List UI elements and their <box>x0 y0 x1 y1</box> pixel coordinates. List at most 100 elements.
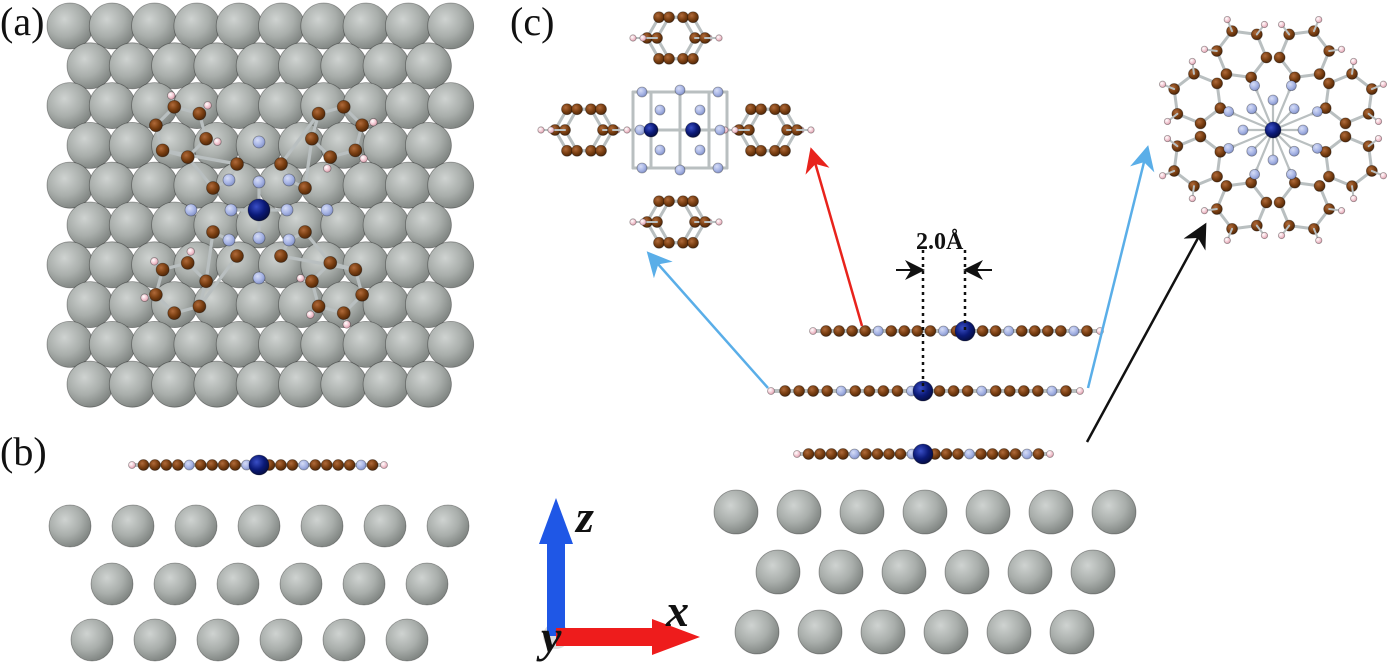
nitrogen-atom <box>1223 106 1235 118</box>
carbon-atom <box>975 448 987 460</box>
carbon-atom <box>595 144 607 157</box>
nitrogen-atom <box>1267 154 1279 166</box>
substrate-atom <box>88 241 136 289</box>
axis-label-y: y <box>541 611 562 662</box>
substrate-atom <box>216 562 260 606</box>
substrate-atom <box>66 42 114 90</box>
substrate-atom <box>1070 549 1116 595</box>
hydrogen-atom <box>731 126 739 134</box>
substrate-atom <box>259 618 303 662</box>
carbon-atom <box>825 448 838 460</box>
carbon-atom <box>1194 117 1207 130</box>
hydrogen-atom <box>1223 236 1231 245</box>
nitrogen-atom <box>280 203 294 217</box>
nitrogen-atom <box>1288 103 1300 115</box>
hydrogen-atom <box>359 154 368 163</box>
carbon-atom <box>1313 180 1326 192</box>
carbon-atom <box>961 385 974 397</box>
substrate-atom <box>133 618 177 662</box>
nitrogen-atom <box>1246 103 1258 115</box>
carbon-atom <box>687 236 699 249</box>
substrate-atom <box>404 281 452 329</box>
carbon-atom <box>323 150 338 165</box>
carbon-atom <box>206 459 219 471</box>
nitrogen-atom <box>976 385 988 397</box>
carbon-atom <box>595 103 607 116</box>
carbon-atom <box>180 255 195 270</box>
carbon-atom <box>1323 170 1335 183</box>
nitrogen-atom <box>1021 448 1033 460</box>
carbon-atom <box>745 103 757 116</box>
carbon-atom <box>986 448 999 460</box>
substrate-atom <box>278 360 325 408</box>
panel-c-molecule-bottom <box>793 443 1054 465</box>
nitrogen-atom <box>712 162 724 174</box>
nitrogen-atom <box>1046 385 1058 397</box>
substrate-atom <box>362 201 410 249</box>
substrate-atom <box>384 82 432 129</box>
carbon-atom <box>155 143 170 158</box>
bond <box>161 148 239 166</box>
carbon-atom <box>911 325 924 337</box>
carbon-atom <box>989 325 1002 337</box>
substrate-atom <box>342 562 386 606</box>
substrate-atom <box>193 360 241 408</box>
substrate-atom <box>427 82 475 129</box>
stacked-rotated-view <box>1158 15 1388 245</box>
substrate-atom <box>151 360 199 408</box>
substrate-atom <box>215 82 263 129</box>
substrate-atom <box>322 618 366 662</box>
hydrogen-atom <box>186 247 195 256</box>
substrate-atom <box>48 504 92 548</box>
carbon-atom <box>180 150 195 165</box>
hydrogen-atom <box>1260 20 1269 29</box>
carbon-atom <box>779 144 791 157</box>
substrate-atom <box>384 320 432 368</box>
nitrogen-atom <box>835 385 847 397</box>
nitrogen-atom <box>1249 168 1261 180</box>
nitrogen-atom <box>714 124 726 136</box>
carbon-atom <box>793 385 805 397</box>
hydrogen-atom <box>547 126 555 134</box>
metal-atom <box>954 320 976 342</box>
hydrogen-atom <box>1163 117 1172 126</box>
carbon-atom <box>940 448 953 460</box>
substrate-atom <box>215 2 263 50</box>
substrate-atom <box>404 42 452 90</box>
hydrogen-atom <box>140 293 149 302</box>
axis-x-shaft <box>556 628 654 646</box>
hydrogen-atom <box>537 126 545 134</box>
carbon-atom <box>1060 385 1072 397</box>
nitrogen-atom <box>674 84 686 96</box>
nitrogen-atom <box>184 203 198 217</box>
hydrogen-atom <box>1379 172 1388 180</box>
nitrogen-atom <box>252 271 266 285</box>
substrate-atom <box>342 241 390 289</box>
carbon-atom <box>877 385 890 397</box>
carbon-atom <box>952 448 964 460</box>
carbon-atom <box>160 459 173 471</box>
nitrogen-atom <box>183 459 195 471</box>
substrate-atom <box>88 320 136 368</box>
hydrogen-atom <box>809 327 817 335</box>
axis-label-x: x <box>666 585 689 636</box>
substrate-atom <box>342 161 390 209</box>
carbon-atom <box>898 325 911 337</box>
carbon-atom <box>821 385 834 397</box>
substrate-atom <box>235 42 283 90</box>
substrate-atom <box>88 2 136 50</box>
substrate-atom <box>131 2 179 50</box>
hydrogen-atom <box>1315 236 1323 245</box>
substrate-atom <box>46 2 94 50</box>
carbon-atom <box>846 325 859 337</box>
nitrogen-atom <box>282 173 296 187</box>
substrate-atom <box>108 42 156 90</box>
substrate-atom <box>362 42 410 90</box>
substrate-atom <box>362 360 410 408</box>
panel-a-molecule <box>140 91 378 329</box>
hydrogen-atom <box>1315 15 1323 24</box>
nitrogen-atom <box>298 459 310 471</box>
carbon-atom <box>883 448 895 460</box>
substrate-atom <box>427 161 475 209</box>
